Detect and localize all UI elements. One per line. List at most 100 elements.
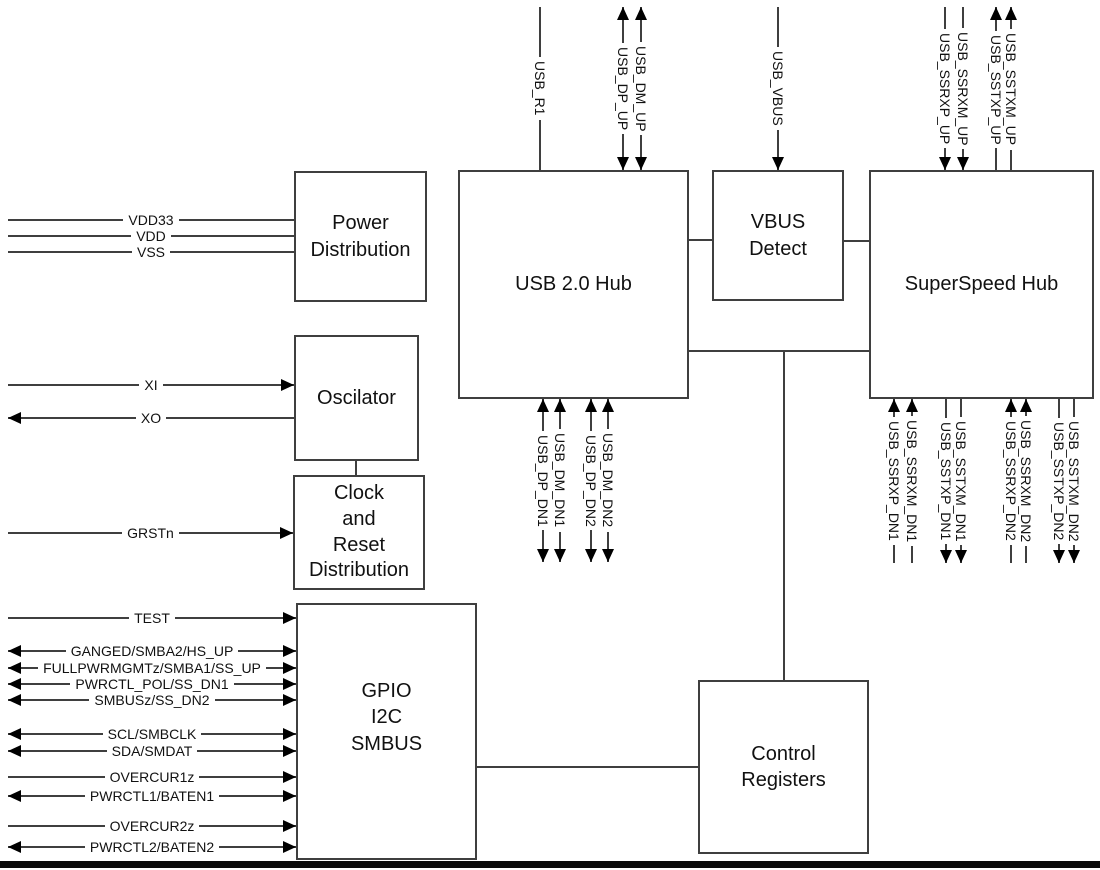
arrowhead-up-icon [906, 399, 918, 412]
signal-usb-sstxm-dn2: USB_SSTXM_DN2 [1065, 399, 1083, 563]
block-label: Power Distribution [310, 212, 411, 261]
arrowhead-right-icon [280, 527, 293, 539]
signal-pwrctl1-baten1: PWRCTL1/BATEN1 [8, 788, 296, 804]
arrowhead-down-icon [939, 157, 951, 170]
block-gpio-i2c-smbus: GPIO I2C SMBUS [296, 603, 477, 860]
signal-usb-ssrxm-dn1: USB_SSRXM_DN1 [903, 399, 921, 563]
signal-label: USB_SSTXM_DN2 [1066, 416, 1082, 546]
arrowhead-right-icon [283, 790, 296, 802]
block-label: Clock and Reset Distribution [308, 482, 410, 582]
signal-label: OVERCUR1z [104, 769, 200, 785]
signal-usb-dm-dn2: USB_DM_DN2 [599, 399, 617, 562]
signal-usb-sstxp-up: USB_SSTXP_UP [987, 7, 1005, 172]
arrowhead-down-icon [617, 157, 629, 170]
arrowhead-left-icon [8, 790, 21, 802]
arrowhead-right-icon [283, 645, 296, 657]
signal-label: USB_SSTXP_DN1 [938, 417, 954, 545]
signal-usb-sstxm-up: USB_SSTXM_UP [1002, 7, 1020, 172]
signal-label: USB_SSRXM_DN2 [1018, 415, 1034, 547]
signal-label: VDD33 [123, 212, 179, 228]
arrowhead-left-icon [8, 841, 21, 853]
arrowhead-up-icon [537, 399, 549, 412]
arrowhead-right-icon [283, 612, 296, 624]
signal-label: OVERCUR2z [104, 818, 200, 834]
signal-label: VDD [131, 228, 171, 244]
signal-label: USB_SSRXM_DN1 [904, 415, 920, 547]
arrowhead-right-icon [283, 662, 296, 674]
signal-label: USB_DP_UP [615, 42, 631, 135]
signal-test: TEST [8, 610, 296, 626]
signal-label: PWRCTL2/BATEN2 [84, 839, 220, 855]
signal-xo: XO [8, 410, 294, 426]
arrowhead-left-icon [8, 678, 21, 690]
arrowhead-down-icon [1068, 550, 1080, 563]
signal-pwrctl-pol: PWRCTL_POL/SS_DN1 [8, 676, 296, 692]
arrowhead-up-icon [602, 399, 614, 412]
block-label: Control Registers [741, 742, 826, 791]
signal-usb-vbus: USB_VBUS [769, 7, 787, 170]
signal-fullpwrmgmtz: FULLPWRMGMTz/SMBA1/SS_UP [8, 660, 296, 676]
signal-usb-dp-up: USB_DP_UP [614, 7, 632, 170]
block-usb2-hub: USB 2.0 Hub [458, 170, 689, 399]
arrowhead-right-icon [283, 771, 296, 783]
arrowhead-left-icon [8, 662, 21, 674]
connector-vbus-to-sshub [844, 240, 869, 242]
block-label: SuperSpeed Hub [904, 273, 1059, 296]
signal-label: FULLPWRMGMTz/SMBA1/SS_UP [38, 660, 266, 676]
signal-usb-dm-dn1: USB_DM_DN1 [551, 399, 569, 562]
block-label: Oscilator [317, 386, 396, 409]
signal-overcur2z: OVERCUR2z [8, 818, 296, 834]
block-oscilator: Oscilator [294, 335, 419, 461]
arrowhead-right-icon [283, 745, 296, 757]
arrowhead-down-icon [537, 549, 549, 562]
signal-usb-ssrxp-dn2: USB_SSRXP_DN2 [1002, 399, 1020, 563]
signal-usb-ssrxp-dn1: USB_SSRXP_DN1 [885, 399, 903, 563]
signal-label: USB_SSTXP_DN2 [1051, 417, 1067, 545]
arrowhead-up-icon [990, 7, 1002, 20]
signal-usb-sstxm-dn1: USB_SSTXM_DN1 [952, 399, 970, 563]
arrowhead-down-icon [957, 157, 969, 170]
block-label: USB 2.0 Hub [515, 273, 632, 296]
signal-usb-ssrxm-up: USB_SSRXM_UP [954, 7, 972, 170]
arrowhead-left-icon [8, 745, 21, 757]
arrowhead-down-icon [1053, 550, 1065, 563]
signal-overcur1z: OVERCUR1z [8, 769, 296, 785]
block-label: GPIO I2C SMBUS [350, 679, 423, 755]
connector-branch-to-control-registers [783, 351, 785, 681]
signal-sda-smdat: SDA/SMDAT [8, 743, 296, 759]
signal-label: USB_DM_DN2 [600, 429, 616, 532]
signal-usb-sstxp-dn2: USB_SSTXP_DN2 [1050, 399, 1068, 563]
signal-label: GRSTn [122, 525, 179, 541]
signal-ganged: GANGED/SMBA2/HS_UP [8, 643, 296, 659]
signal-label: USB_VBUS [770, 47, 786, 130]
signal-label: USB_SSRXP_DN1 [886, 417, 902, 545]
signal-label: USB_R1 [532, 57, 548, 120]
bottom-rule [0, 861, 1100, 868]
signal-label: USB_SSRXM_UP [955, 27, 971, 150]
signal-usb-dm-up: USB_DM_UP [632, 7, 650, 170]
signal-label: USB_SSTXM_UP [1003, 29, 1019, 150]
signal-label: GANGED/SMBA2/HS_UP [65, 643, 239, 659]
arrowhead-up-icon [888, 399, 900, 412]
signal-label: USB_SSTXP_UP [988, 30, 1004, 149]
block-control-registers: Control Registers [698, 680, 869, 854]
signal-label: USB_SSRXP_DN2 [1003, 417, 1019, 545]
signal-label: USB_DM_UP [633, 41, 649, 136]
arrowhead-right-icon [283, 728, 296, 740]
signal-usb-sstxp-dn1: USB_SSTXP_DN1 [937, 399, 955, 563]
arrowhead-up-icon [1005, 7, 1017, 20]
arrowhead-left-icon [8, 694, 21, 706]
signal-scl-smbclk: SCL/SMBCLK [8, 726, 296, 742]
signal-grstn: GRSTn [8, 525, 293, 541]
arrowhead-down-icon [602, 549, 614, 562]
signal-label: TEST [129, 610, 175, 626]
signal-vdd: VDD [8, 228, 294, 244]
arrowhead-down-icon [585, 549, 597, 562]
signal-label: PWRCTL1/BATEN1 [84, 788, 220, 804]
connector-gpio-to-control-registers [477, 766, 698, 768]
arrowhead-right-icon [283, 678, 296, 690]
signal-usb-ssrxp-up: USB_SSRXP_UP [936, 7, 954, 170]
block-superspeed-hub: SuperSpeed Hub [869, 170, 1094, 399]
signal-label: USB_DP_DN2 [583, 430, 599, 531]
